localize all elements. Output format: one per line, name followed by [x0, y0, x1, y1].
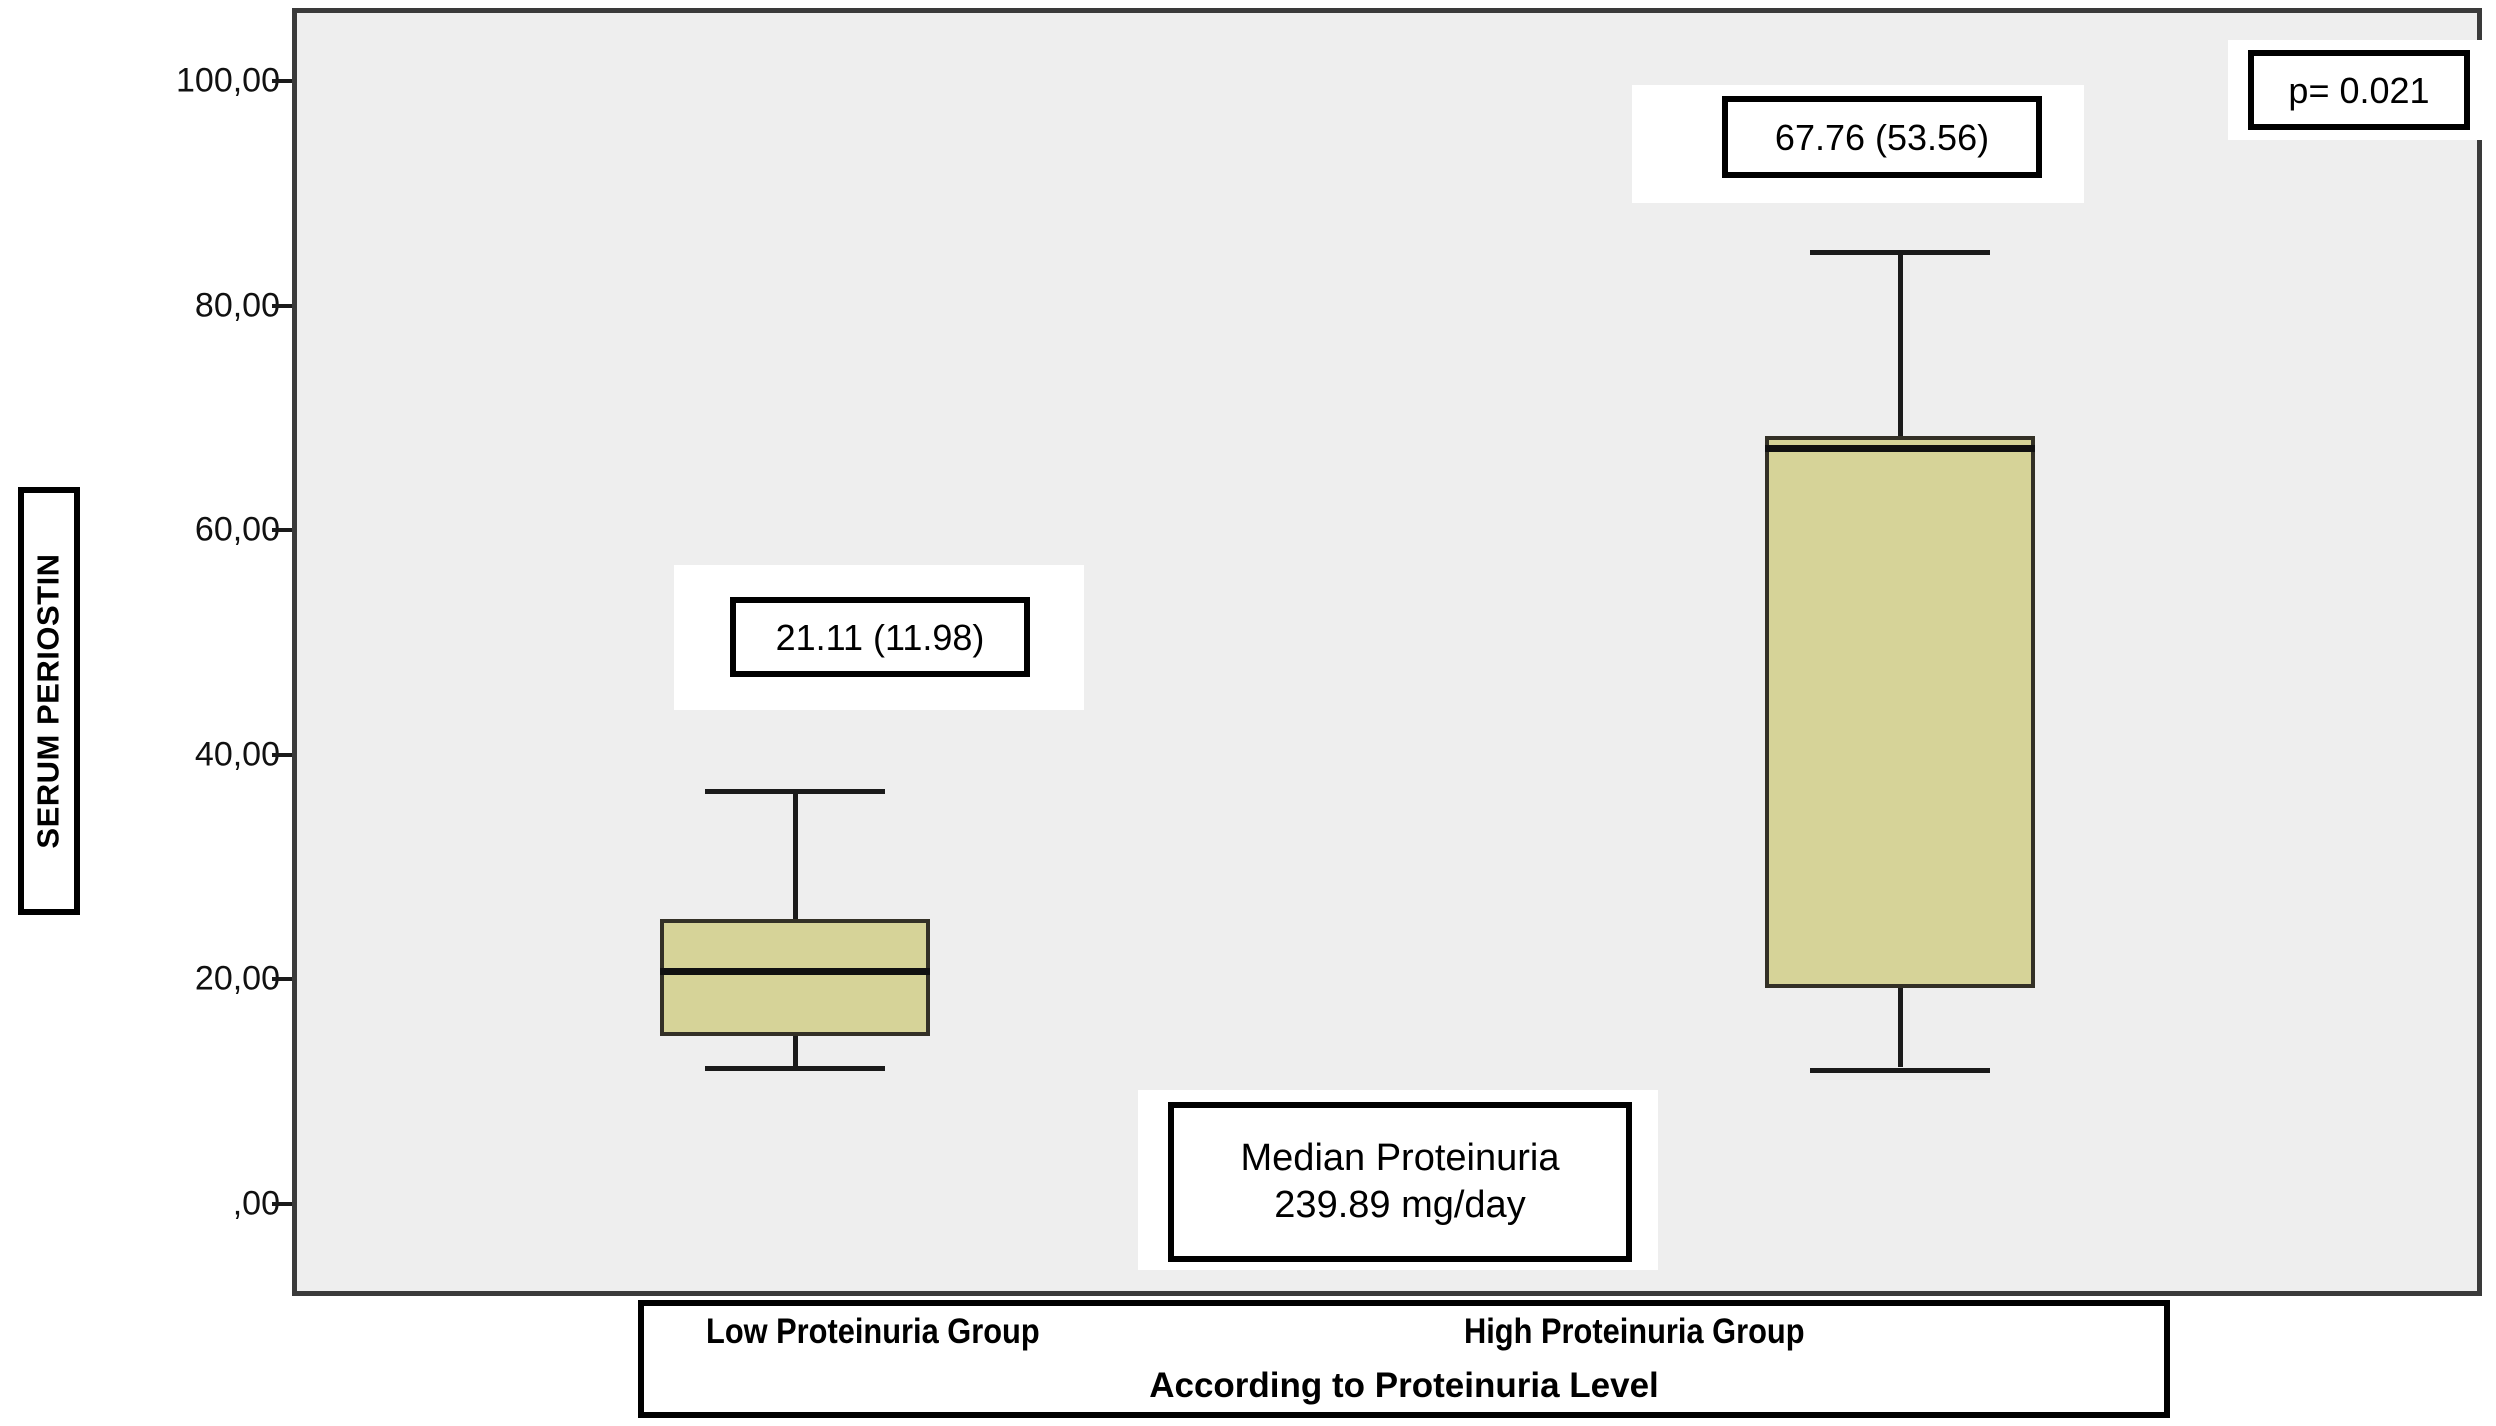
y-axis-title: SERUM PERIOSTIN	[31, 553, 66, 849]
box-whisker-upper	[1897, 249, 1903, 437]
y-axis-tick-label: ,00	[232, 1184, 280, 1223]
high-group-stat-text: 67.76 (53.56)	[1774, 116, 1990, 158]
box-whisker-lower	[792, 1036, 798, 1067]
box-whisker-lower	[1897, 987, 1903, 1068]
y-axis-tick-label: 100,00	[176, 61, 280, 100]
y-axis-tick-mark	[272, 977, 294, 982]
y-axis-tick-label: 60,00	[194, 510, 280, 549]
plot-inner	[297, 13, 2477, 1291]
box-whisker-cap-upper	[1810, 249, 1990, 255]
y-axis-tick-label: 80,00	[194, 286, 280, 325]
y-axis-tick-labels: ,00 20,00 40,00 60,00 80,00 100,00	[80, 0, 280, 1426]
y-axis-tick-label: 40,00	[194, 735, 280, 774]
high-group-stat-callout: 67.76 (53.56)	[1722, 96, 2042, 178]
box-whisker-upper	[792, 788, 798, 920]
plot-area	[292, 8, 2482, 1296]
y-axis-tick-mark	[272, 528, 294, 533]
box-whisker-cap-upper	[705, 788, 885, 794]
y-axis-title-box: SERUM PERIOSTIN	[18, 487, 80, 915]
low-group-stat-callout: 21.11 (11.98)	[730, 597, 1030, 677]
x-axis-title: According to Proteinuria Level	[1149, 1366, 1659, 1405]
y-axis-tick-mark	[272, 303, 294, 308]
box-plot-median-line	[660, 968, 930, 976]
median-proteinuria-line2: 239.89 mg/day	[1274, 1184, 1526, 1226]
median-proteinuria-line1: Median Proteinuria	[1240, 1136, 1560, 1179]
p-value-callout: p= 0.021	[2248, 50, 2470, 130]
box-plot-box	[660, 919, 930, 1037]
median-proteinuria-callout: Median Proteinuria 239.89 mg/day	[1168, 1102, 1632, 1262]
y-axis-tick-mark	[272, 752, 294, 757]
x-axis-category-low: Low Proteinuria Group	[706, 1312, 1040, 1351]
y-axis-tick-label: 20,00	[194, 959, 280, 998]
p-value-text: p= 0.021	[2288, 69, 2430, 111]
box-whisker-cap-lower	[1810, 1067, 1990, 1073]
box-whisker-cap-lower	[705, 1066, 885, 1072]
x-axis-label-box: Low Proteinuria Group High Proteinuria G…	[638, 1300, 2170, 1418]
y-axis-tick-mark	[272, 1202, 294, 1206]
box-plot-median-line	[1765, 444, 2035, 452]
y-axis-tick-mark	[272, 79, 294, 83]
x-axis-category-high: High Proteinuria Group	[1464, 1312, 1805, 1351]
low-group-stat-text: 21.11 (11.98)	[775, 616, 985, 658]
box-plot-box	[1765, 436, 2035, 988]
